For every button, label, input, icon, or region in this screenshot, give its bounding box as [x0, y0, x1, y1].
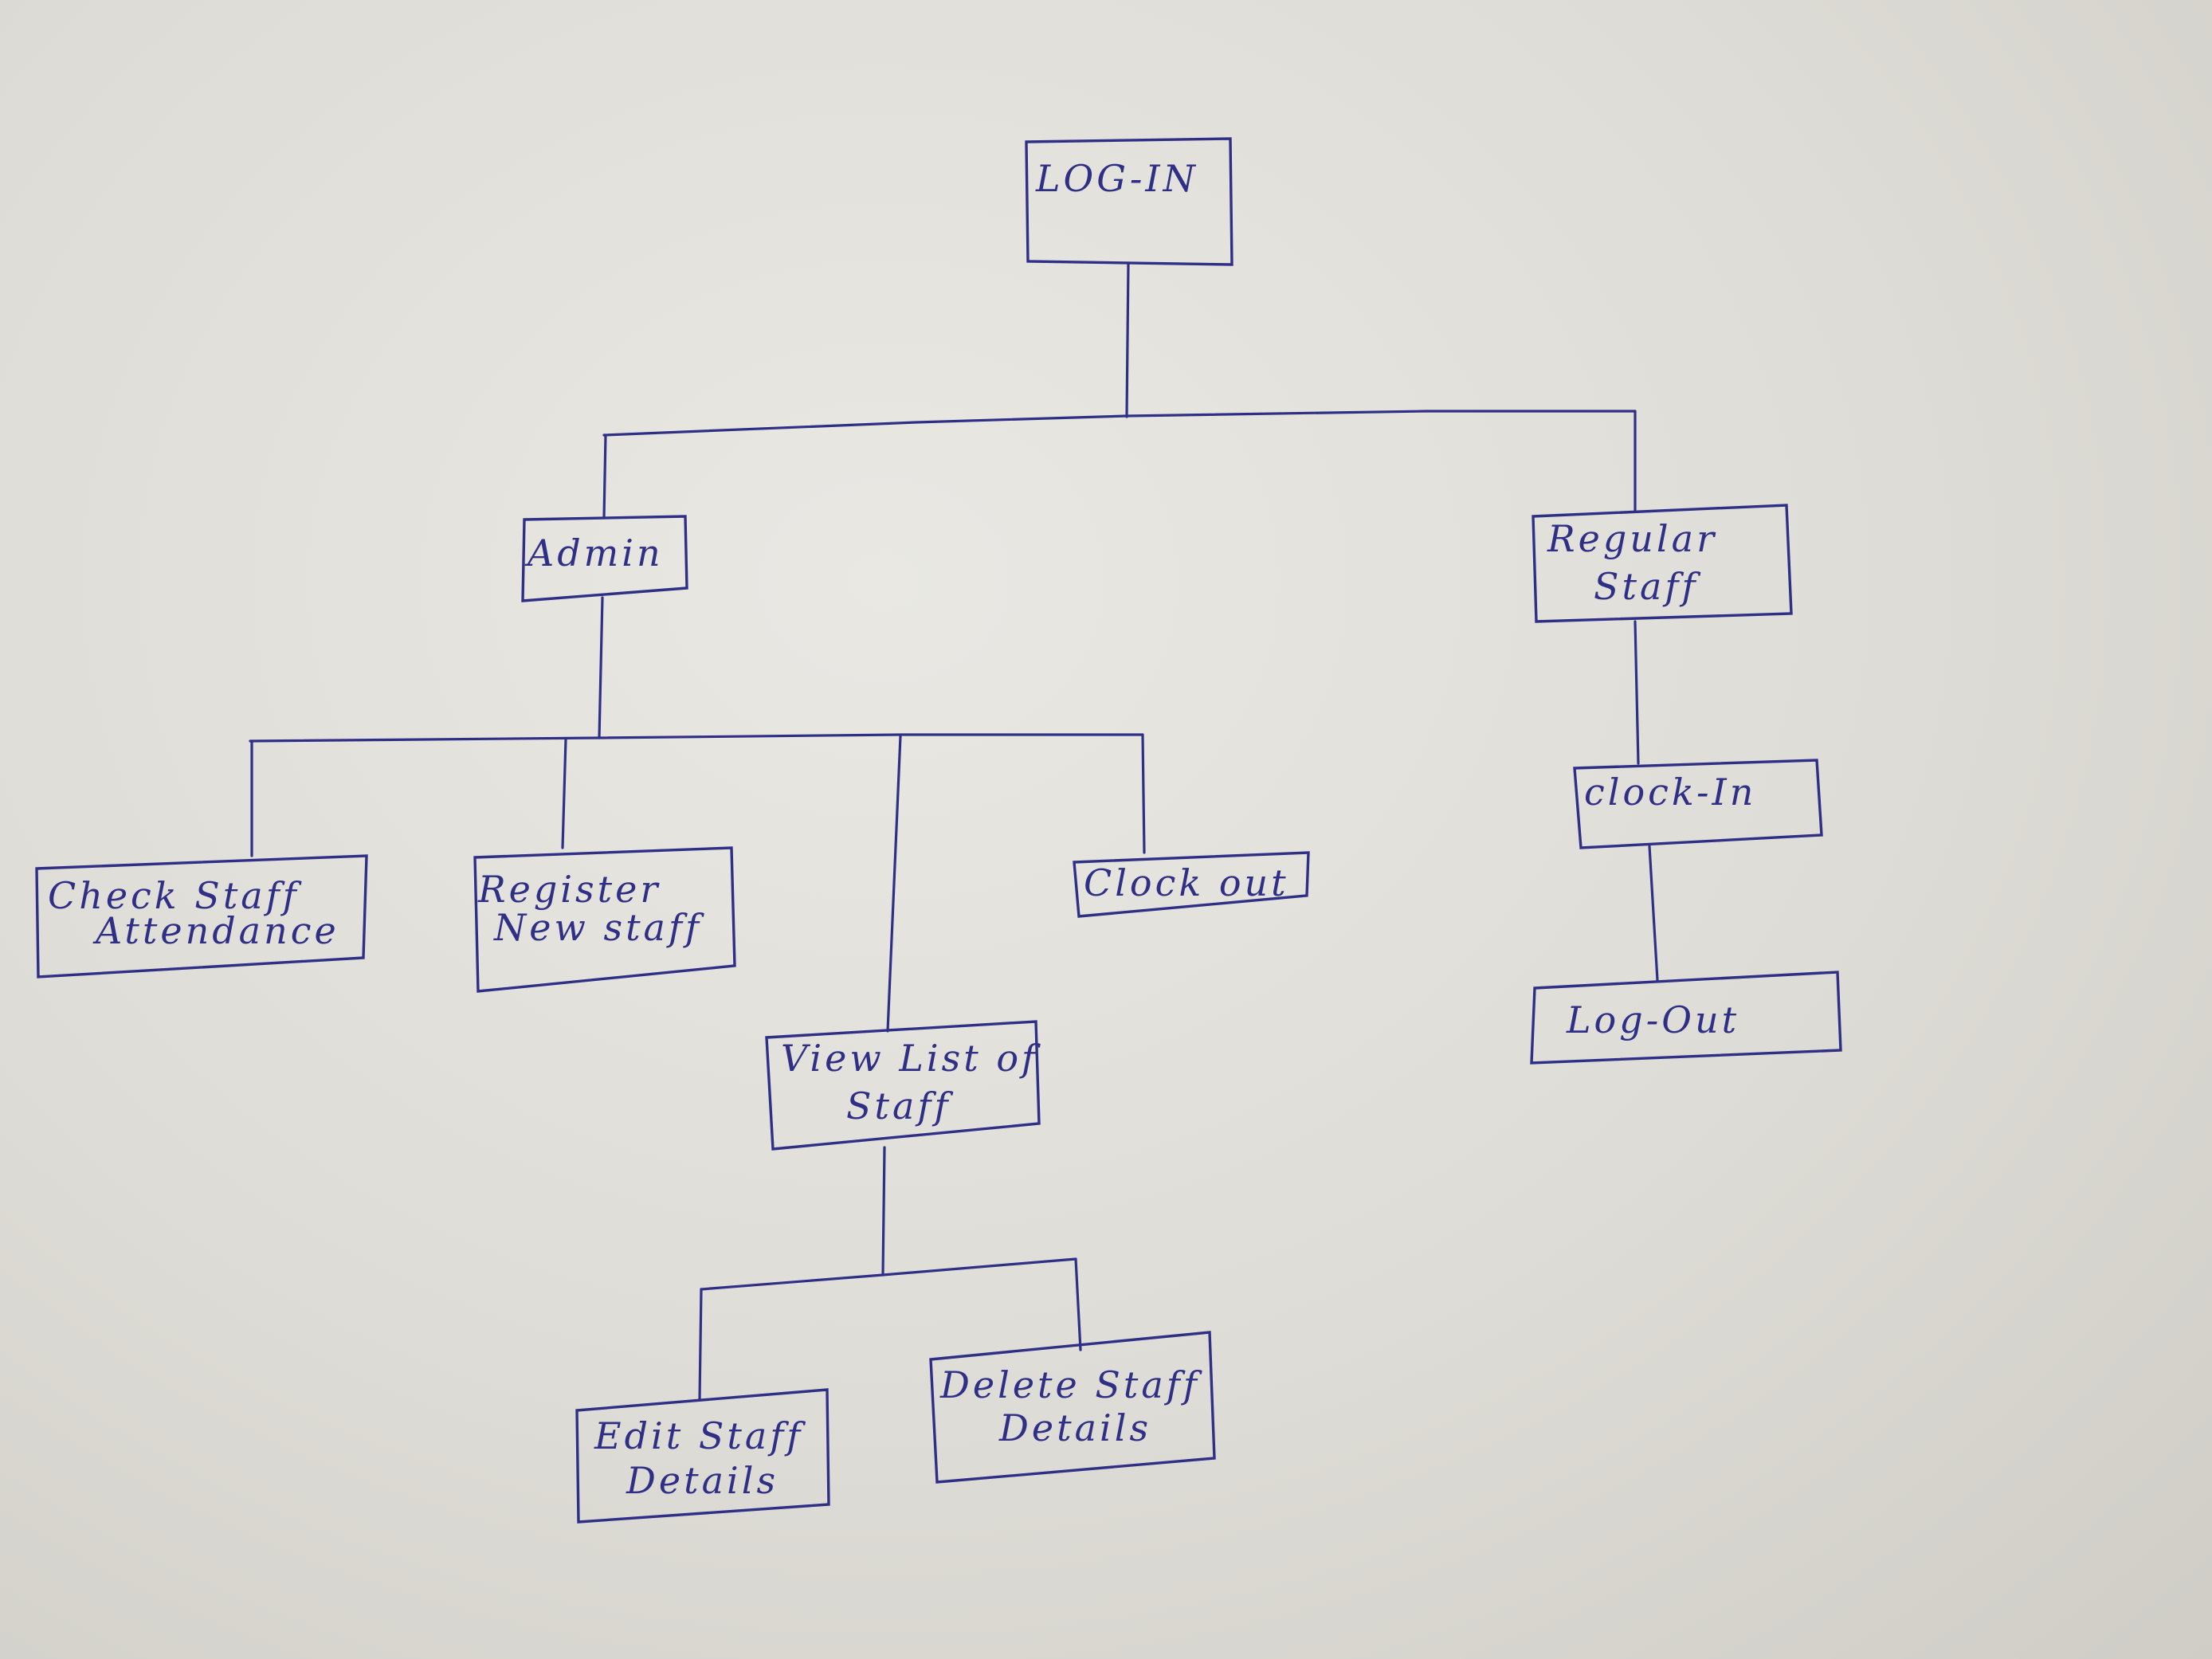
connector-to-register: [561, 738, 567, 849]
node-delete-staff: Delete Staff Details: [929, 1331, 1216, 1484]
view-staff-label-2: Staff: [846, 1084, 953, 1128]
connector-view-bar: [700, 1257, 1077, 1291]
node-edit-staff: Edit Staff Details: [575, 1388, 830, 1524]
check-attendance-label-1: Check Staff: [48, 874, 302, 917]
regular-staff-label-2: Staff: [1594, 565, 1700, 608]
check-attendance-label-2: Attendance: [92, 909, 339, 952]
admin-label: Admin: [524, 531, 664, 575]
edit-staff-label-2: Details: [626, 1459, 779, 1502]
connector-admin-trunk: [598, 596, 604, 739]
login-label: LOG-IN: [1035, 157, 1198, 200]
register-staff-box: [473, 846, 736, 993]
register-staff-label-1: Register: [477, 868, 661, 911]
clock-in-box: [1573, 759, 1823, 849]
edit-staff-label-1: Edit Staff: [594, 1414, 806, 1457]
connector-admin-bar: [249, 733, 1144, 743]
connector-to-edit: [698, 1288, 703, 1401]
connector-regular-to-clockin: [1634, 620, 1640, 765]
connector-login-trunk: [1125, 261, 1130, 418]
log-out-box: [1530, 971, 1842, 1065]
edit-staff-box: [575, 1388, 830, 1524]
node-clock-in: clock-In: [1573, 759, 1823, 849]
connector-to-clock-out: [1141, 733, 1146, 854]
view-staff-label-1: View List of: [781, 1037, 1041, 1080]
node-log-out: Log-Out: [1530, 971, 1842, 1065]
log-out-label: Log-Out: [1566, 998, 1739, 1041]
login-box: [1025, 137, 1233, 266]
node-login: LOG-IN: [1025, 137, 1233, 266]
delete-staff-label-2: Details: [998, 1406, 1151, 1449]
connector-to-delete: [1074, 1257, 1082, 1351]
node-check-attendance: Check Staff Attendance: [35, 854, 368, 979]
connectors: [249, 261, 1659, 1401]
check-attendance-box: [35, 854, 368, 979]
delete-staff-label-1: Delete Staff: [939, 1363, 1202, 1406]
connector-to-view-staff: [886, 735, 902, 1033]
connector-to-admin: [602, 433, 607, 520]
view-staff-box: [765, 1020, 1041, 1151]
clock-out-label: Clock out: [1084, 861, 1289, 904]
clock-in-label: clock-In: [1584, 771, 1756, 814]
admin-box: [521, 515, 688, 602]
register-staff-label-2: New staff: [493, 906, 704, 949]
connector-view-trunk: [881, 1146, 886, 1277]
node-register-staff: Register New staff: [473, 846, 736, 993]
connector-login-bar: [602, 410, 1637, 437]
clock-out-box: [1073, 851, 1310, 918]
regular-staff-label-1: Regular: [1547, 517, 1717, 560]
node-admin: Admin: [521, 515, 688, 602]
node-clock-out: Clock out: [1073, 851, 1310, 918]
delete-staff-box: [929, 1331, 1216, 1484]
regular-staff-box: [1532, 504, 1793, 623]
connector-clockin-to-logout: [1648, 845, 1659, 982]
node-regular-staff: Regular Staff: [1532, 504, 1793, 623]
node-view-staff: View List of Staff: [765, 1020, 1041, 1151]
